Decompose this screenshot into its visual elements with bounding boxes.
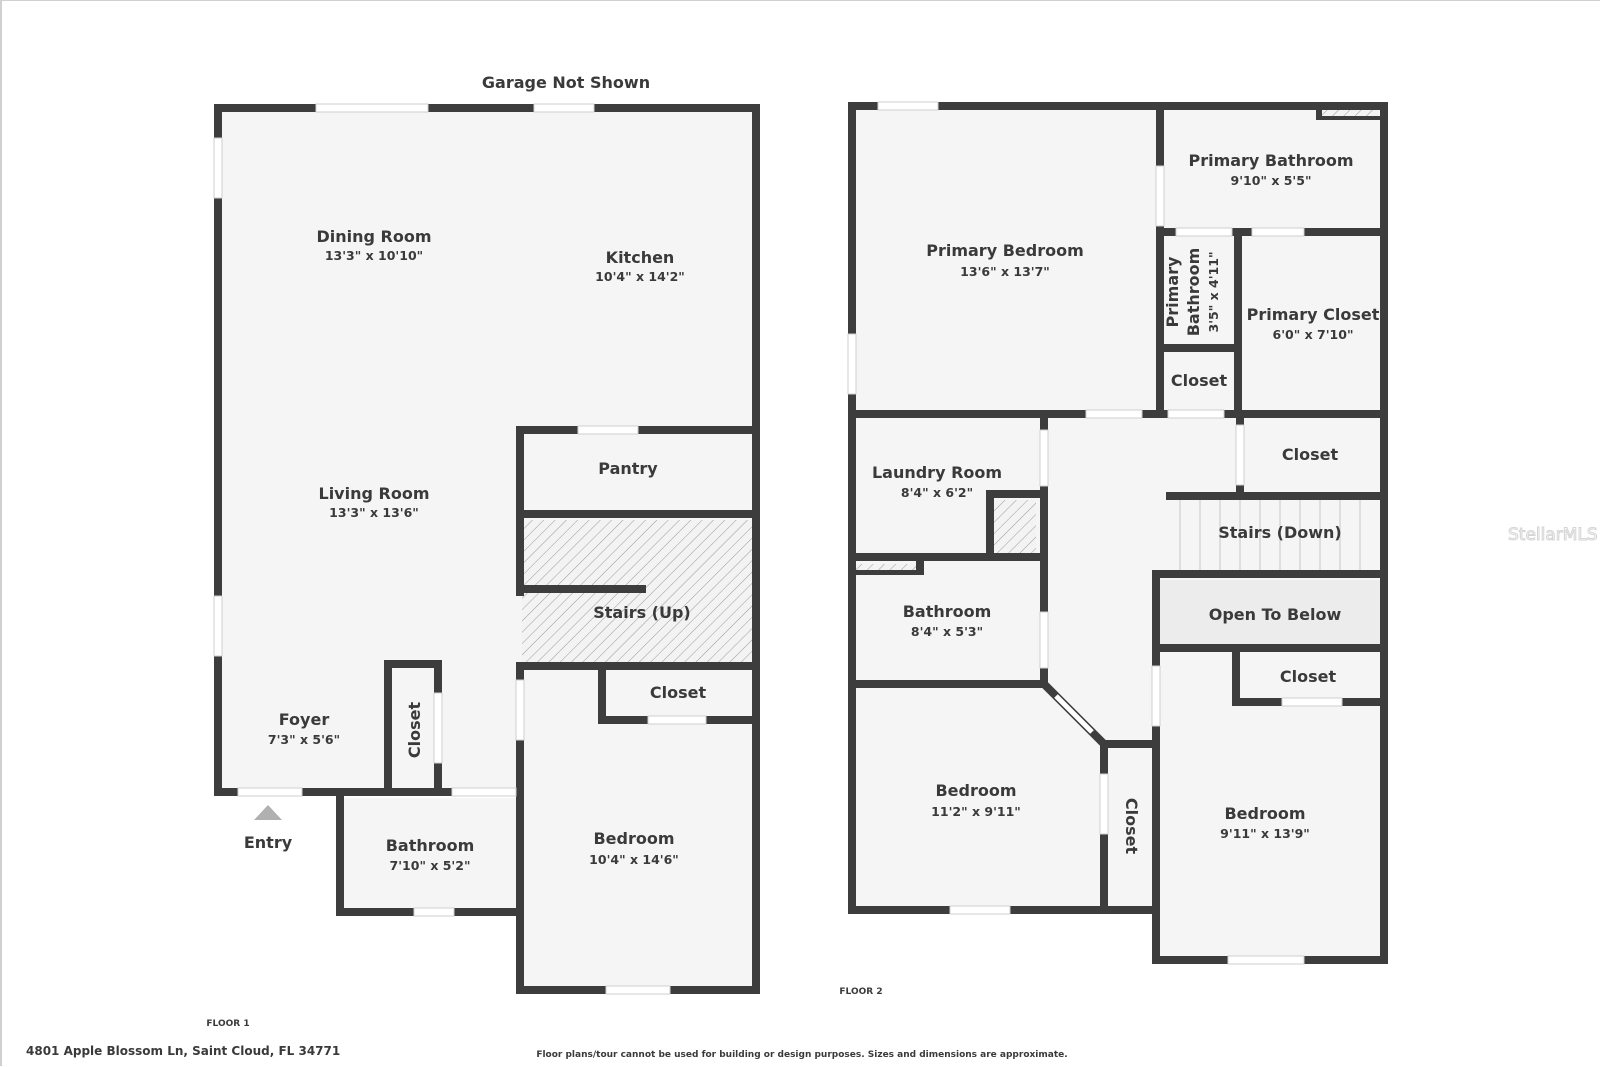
floor-1-plan [213, 103, 760, 995]
svg-text:13'3" x 10'10": 13'3" x 10'10" [325, 248, 423, 263]
svg-text:Dining Room: Dining Room [316, 227, 431, 246]
svg-text:13'6" x 13'7": 13'6" x 13'7" [960, 264, 1050, 279]
svg-text:Primary Closet: Primary Closet [1247, 305, 1380, 324]
svg-text:Closet: Closet [1171, 371, 1228, 390]
svg-text:8'4" x 6'2": 8'4" x 6'2" [901, 485, 973, 500]
room-closet-f2-c: Closet [1280, 667, 1337, 686]
svg-text:10'4" x 14'2": 10'4" x 14'2" [595, 269, 685, 284]
svg-text:Living Room: Living Room [319, 484, 430, 503]
entry-arrow-icon [254, 805, 282, 820]
svg-text:6'0" x 7'10": 6'0" x 7'10" [1273, 327, 1354, 342]
svg-text:Primary Bedroom: Primary Bedroom [926, 241, 1084, 260]
svg-text:Primary Bathroom: Primary Bathroom [1188, 151, 1353, 170]
svg-text:9'11" x 13'9": 9'11" x 13'9" [1220, 826, 1310, 841]
svg-text:3'5" x 4'11": 3'5" x 4'11" [1206, 252, 1221, 333]
svg-text:Pantry: Pantry [598, 459, 658, 478]
floor-2-label: FLOOR 2 [839, 987, 882, 997]
room-laundry-room: Laundry Room 8'4" x 6'2" [872, 463, 1002, 500]
room-pantry: Pantry [598, 459, 658, 478]
svg-text:Kitchen: Kitchen [606, 248, 675, 267]
svg-text:9'10" x 5'5": 9'10" x 5'5" [1231, 173, 1312, 188]
svg-text:Closet: Closet [405, 702, 424, 759]
svg-text:Closet: Closet [1280, 667, 1337, 686]
entry-label: Entry [244, 833, 293, 852]
room-primary-bedroom: Primary Bedroom 13'6" x 13'7" [926, 241, 1084, 279]
room-living-room: Living Room 13'3" x 13'6" [319, 484, 430, 520]
svg-text:Closet: Closet [1122, 798, 1141, 855]
room-bathroom-f1: Bathroom 7'10" x 5'2" [386, 836, 475, 873]
room-kitchen: Kitchen 10'4" x 14'2" [595, 248, 685, 284]
room-foyer: Foyer 7'3" x 5'6" [268, 710, 340, 747]
svg-text:13'3" x 13'6": 13'3" x 13'6" [329, 505, 419, 520]
svg-text:Foyer: Foyer [279, 710, 330, 729]
svg-text:7'10" x 5'2": 7'10" x 5'2" [390, 858, 471, 873]
room-closet-f2-b: Closet [1282, 445, 1339, 464]
svg-text:Bathroom: Bathroom [903, 602, 992, 621]
svg-text:Open To Below: Open To Below [1209, 605, 1342, 624]
room-bedroom-f2-b: Bedroom 9'11" x 13'9" [1220, 804, 1310, 841]
room-open-to-below: Open To Below [1209, 605, 1342, 624]
svg-text:Closet: Closet [1282, 445, 1339, 464]
room-dining-room: Dining Room 13'3" x 10'10" [316, 227, 431, 263]
svg-text:Bathroom: Bathroom [1184, 248, 1203, 337]
room-closet-f2-d: Closet [1122, 798, 1141, 855]
svg-text:7'3" x 5'6": 7'3" x 5'6" [268, 732, 340, 747]
room-stairs-up: Stairs (Up) [593, 603, 691, 622]
svg-text:Closet: Closet [650, 683, 707, 702]
floor-1-label: FLOOR 1 [206, 1019, 249, 1029]
room-primary-bathroom: Primary Bathroom 9'10" x 5'5" [1188, 151, 1353, 188]
open-to-below-fill [1158, 580, 1380, 644]
room-bedroom-closet-f1: Closet [650, 683, 707, 702]
svg-text:Laundry Room: Laundry Room [872, 463, 1002, 482]
room-closet-f2-a: Closet [1171, 371, 1228, 390]
svg-text:8'4" x 5'3": 8'4" x 5'3" [911, 624, 983, 639]
svg-text:11'2" x 9'11": 11'2" x 9'11" [931, 804, 1021, 819]
garage-note: Garage Not Shown [482, 73, 650, 92]
disclaimer: Floor plans/tour cannot be used for buil… [536, 1050, 1067, 1060]
svg-text:Bedroom: Bedroom [593, 829, 674, 848]
svg-text:Bedroom: Bedroom [1224, 804, 1305, 823]
svg-text:Primary: Primary [1163, 256, 1182, 327]
svg-text:Stairs (Up): Stairs (Up) [593, 603, 691, 622]
room-primary-bathroom-small: Primary Bathroom 3'5" x 4'11" [1163, 248, 1221, 337]
room-foyer-closet: Closet [405, 702, 424, 759]
room-stairs-down: Stairs (Down) [1218, 523, 1342, 542]
room-bathroom-f2: Bathroom 8'4" x 5'3" [903, 602, 992, 639]
room-bedroom-f1: Bedroom 10'4" x 14'6" [589, 829, 679, 867]
svg-text:10'4" x 14'6": 10'4" x 14'6" [589, 852, 679, 867]
svg-text:Bathroom: Bathroom [386, 836, 475, 855]
svg-text:Stairs (Down): Stairs (Down) [1218, 523, 1342, 542]
watermark: StellarMLS [1508, 525, 1598, 545]
floor-2-plan [847, 101, 1388, 965]
property-address: 4801 Apple Blossom Ln, Saint Cloud, FL 3… [26, 1044, 340, 1058]
room-primary-closet: Primary Closet 6'0" x 7'10" [1247, 305, 1380, 342]
room-bedroom-f2-a: Bedroom 11'2" x 9'11" [931, 781, 1021, 819]
svg-text:Bedroom: Bedroom [935, 781, 1016, 800]
